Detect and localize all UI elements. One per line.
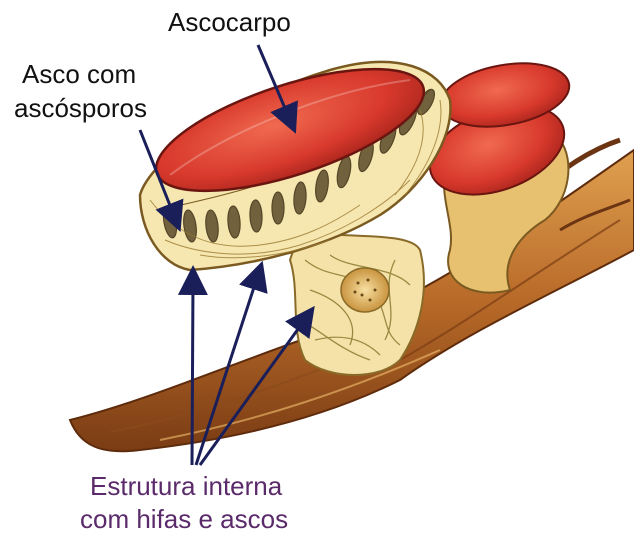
stalk-hyphae — [290, 230, 424, 375]
label-estrutura-line2: com hifas e ascos — [80, 503, 288, 535]
arrow-estrutura-1 — [192, 280, 193, 465]
label-asco-line1: Asco com — [22, 58, 136, 90]
label-estrutura-line1: Estrutura interna — [90, 470, 282, 502]
label-ascocarpo: Ascocarpo — [168, 6, 291, 38]
label-asco-line2: ascósporos — [14, 92, 147, 124]
main-ascocarp — [140, 44, 450, 270]
